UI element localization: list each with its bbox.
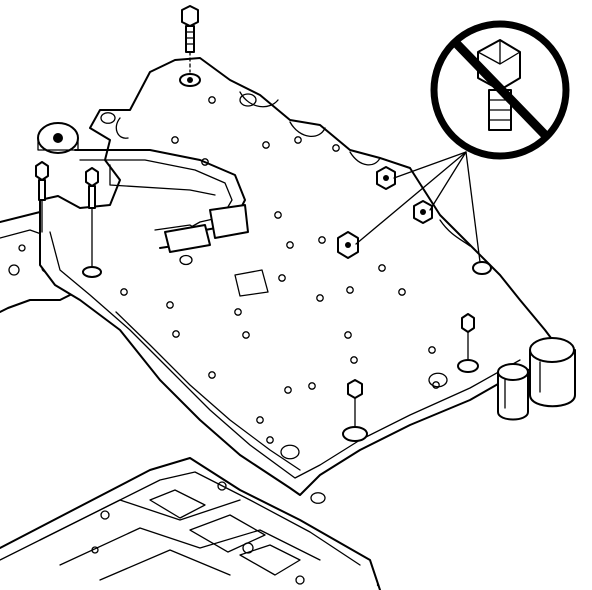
bolt-hole [308, 382, 316, 390]
boss [179, 254, 193, 266]
bolt-hole [350, 356, 358, 364]
boss [428, 372, 448, 388]
bolt-hole [286, 241, 294, 249]
bolt-hole [318, 236, 326, 244]
bolt-hole [208, 96, 216, 104]
bolt-hole [316, 294, 324, 302]
bolt-hole [120, 288, 128, 296]
boss [239, 93, 257, 107]
bolt-hole [166, 301, 174, 309]
stray-mark [376, 583, 380, 587]
bolt-hole [256, 416, 264, 424]
bolt-hole [378, 264, 386, 272]
bolt-hole [398, 288, 406, 296]
bolt-hole [284, 386, 292, 394]
bolt-hole [274, 211, 282, 219]
bolt-hole [234, 308, 242, 316]
bolt-hole [346, 286, 354, 294]
bolt-left-a [35, 161, 49, 233]
bolt-top-center [179, 5, 201, 87]
bolt-hole [171, 136, 179, 144]
boss [100, 112, 116, 124]
valve-body-plate [39, 57, 561, 496]
bolt-hole [344, 331, 352, 339]
no-bolt-sign [430, 20, 570, 160]
callout-leaders [355, 151, 481, 263]
bolt-hole [266, 436, 274, 444]
bolt-right [457, 313, 479, 373]
bolt-hole [294, 136, 302, 144]
retained-nuts [337, 166, 492, 275]
bolt-hole [332, 144, 340, 152]
bolt-hole [208, 371, 216, 379]
bolt-hole [172, 330, 180, 338]
accumulator-boss [37, 122, 79, 154]
boss [310, 492, 326, 504]
bolt-bottom [342, 379, 368, 442]
bolt-hole [278, 274, 286, 282]
transmission-case [0, 457, 381, 590]
bolt-hole [242, 331, 250, 339]
solenoid-cylinder [497, 337, 576, 421]
fluid-channels [74, 149, 269, 297]
bolt-left-b [82, 167, 102, 278]
bolt-hole [428, 346, 436, 354]
bolt-hole [262, 141, 270, 149]
plate-holes [100, 93, 448, 504]
boss [280, 444, 300, 460]
bolt-hole [201, 158, 209, 166]
